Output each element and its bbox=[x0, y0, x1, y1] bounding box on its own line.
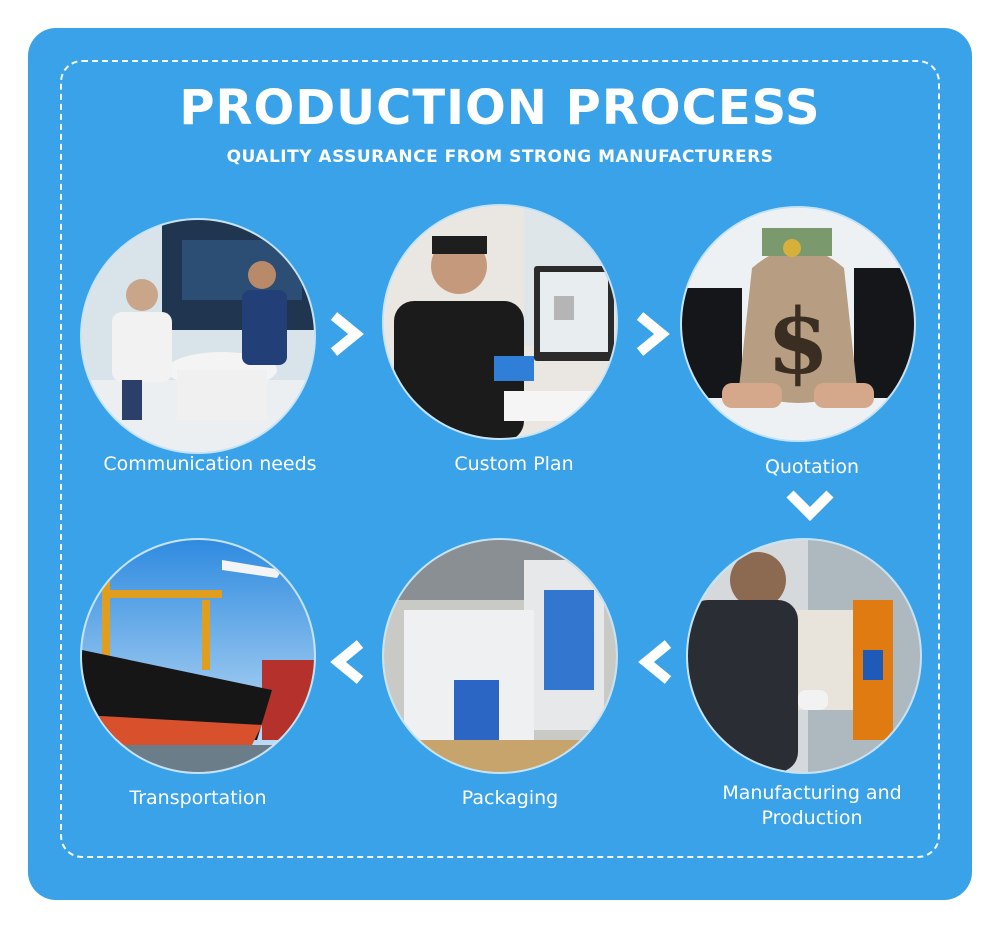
page-subtitle: QUALITY ASSURANCE FROM STRONG MANUFACTUR… bbox=[226, 147, 774, 167]
dashed-frame bbox=[60, 60, 940, 858]
step-label-manufacturing: Manufacturing and Production bbox=[672, 781, 952, 831]
step-label-custom-plan: Custom Plan bbox=[454, 453, 574, 475]
computer-design-photo-icon bbox=[384, 206, 616, 438]
chevron-left-icon bbox=[638, 640, 672, 684]
factory-machine-photo-icon bbox=[688, 540, 920, 772]
step-label-manufacturing-line1: Manufacturing and bbox=[722, 782, 902, 804]
step-label-communication: Communication needs bbox=[103, 453, 317, 475]
packaged-machine-photo-icon bbox=[384, 540, 616, 772]
step-label-manufacturing-line2: Production bbox=[761, 807, 863, 829]
step-image-custom-plan bbox=[384, 206, 616, 438]
step-image-manufacturing bbox=[688, 540, 920, 772]
money-bag-photo-icon: $ bbox=[682, 208, 914, 440]
step-label-packaging: Packaging bbox=[461, 787, 559, 809]
step-image-quotation: $ bbox=[682, 208, 914, 440]
chevron-left-icon bbox=[330, 640, 364, 684]
chevron-down-icon bbox=[786, 490, 834, 522]
chevron-right-icon bbox=[636, 312, 670, 356]
chevron-right-icon bbox=[330, 312, 364, 356]
step-label-quotation: Quotation bbox=[764, 456, 860, 478]
step-image-transportation bbox=[82, 540, 314, 772]
step-image-packaging bbox=[384, 540, 616, 772]
svg-text:$: $ bbox=[767, 289, 830, 395]
step-label-transportation: Transportation bbox=[129, 787, 267, 809]
step-image-communication bbox=[82, 220, 314, 452]
ship-plane-photo-icon bbox=[82, 540, 314, 772]
page-title: PRODUCTION PROCESS bbox=[179, 80, 821, 136]
meeting-photo-icon bbox=[82, 220, 314, 452]
